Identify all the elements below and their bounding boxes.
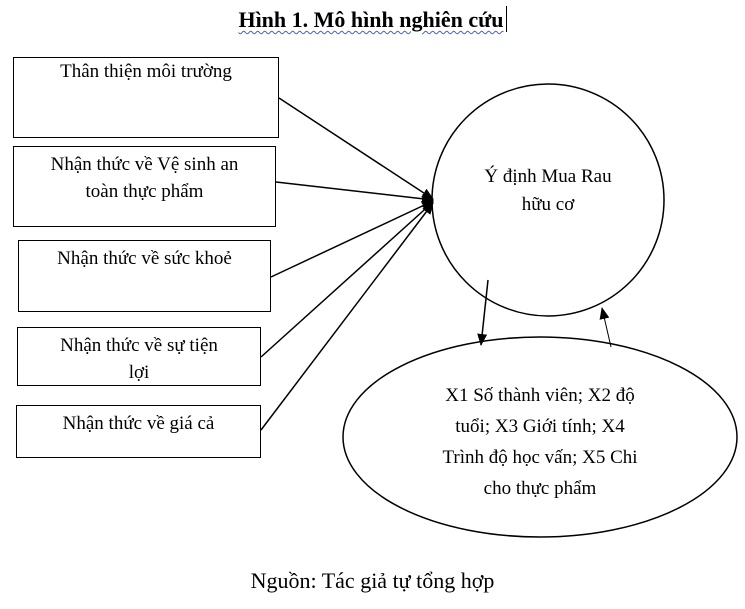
controls-ellipse <box>342 336 738 538</box>
factor-label: Nhận thức về giá cả <box>62 413 215 434</box>
factor-box-1: Thân thiện môi trường <box>13 57 279 138</box>
figure-source: Nguồn: Tác giả tự tổng hợp <box>250 568 495 593</box>
outcome-label: Ý định Mua Rau hữu cơ <box>484 166 612 215</box>
factor-label: Thân thiện môi trường <box>60 61 232 82</box>
factor-box-5: Nhận thức về giá cả <box>16 405 261 458</box>
factor-label: Nhận thức về Vệ sinh an <box>50 154 239 175</box>
factor-box-2: Nhận thức về Vệ sinh an toàn thực phẩm <box>13 146 276 227</box>
arrow-factor-5 <box>260 202 434 431</box>
figure-title: Hình 1. Mô hình nghiên cứu <box>0 6 745 33</box>
arrow-factor-1 <box>278 97 434 200</box>
factor-box-4: Nhận thức về sự tiện lợi <box>17 327 261 386</box>
factor-label: toàn thực phẩm <box>85 181 204 202</box>
arrow-factor-3 <box>270 200 434 278</box>
factor-label: Nhận thức về sự tiện <box>60 335 218 356</box>
arrow-controls-to-outcome <box>599 307 612 348</box>
factor-label: Nhận thức về sức khoẻ <box>57 248 232 269</box>
factor-label: lợi <box>128 362 150 383</box>
controls-label: X1 Số thành viên; X2 độ tuổi; X3 Giới tí… <box>442 385 638 499</box>
factor-box-3: Nhận thức về sức khoẻ <box>18 240 271 312</box>
arrow-factor-4 <box>260 201 434 358</box>
arrow-outcome-to-controls <box>477 279 489 346</box>
arrow-factor-2 <box>275 181 434 204</box>
